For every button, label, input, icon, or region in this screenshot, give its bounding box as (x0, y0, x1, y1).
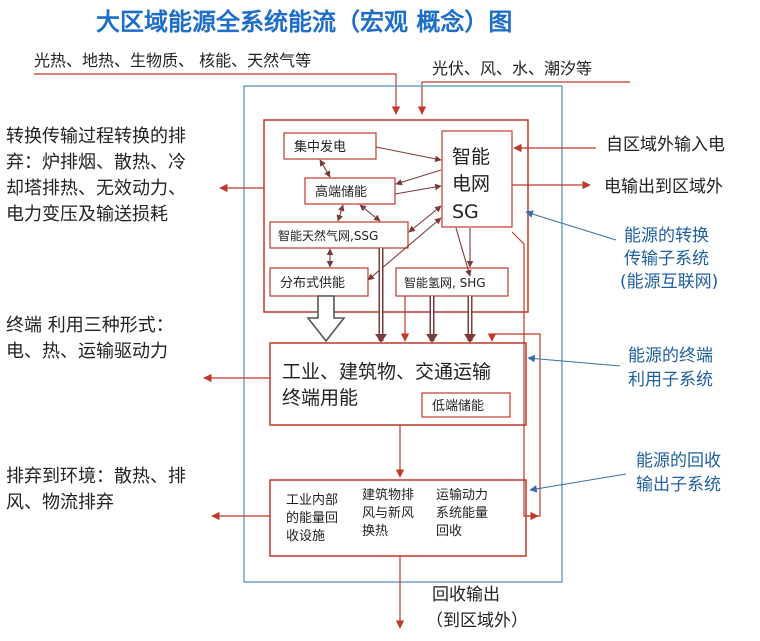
low-storage-label: 低端储能 (432, 399, 484, 414)
central-power-box (283, 132, 377, 160)
recovery-subsystem-label-2: 输出子系统 (636, 475, 721, 495)
central-power-label: 集中发电 (294, 139, 346, 155)
enduse-label-2: 终端用能 (282, 387, 358, 409)
recovery-subsystem-label-1: 能源的回收 (636, 451, 721, 471)
recovery-col2-line3: 换热 (362, 524, 388, 539)
recovery-col2-line2: 风与新风 (362, 505, 414, 521)
high-storage-box (304, 177, 396, 205)
conversion-subsystem-label-2: 传输子系统 (624, 249, 709, 269)
conversion-loss-note-4: 电力变压及输送损耗 (6, 204, 168, 225)
enduse-forms-note-1: 终端 利用三种形式： (6, 315, 174, 336)
conversion-loss-note-2: 弃：炉排烟、散热、冷 (6, 152, 186, 173)
discard-note-2: 风、物流排弃 (6, 492, 114, 513)
conversion-subsystem-pointer (525, 210, 617, 241)
external-power-in-label: 自区域外输入电 (606, 135, 725, 155)
recovery-col3-line2: 系统能量 (436, 506, 488, 521)
smart-grid-label-1: 智能 (452, 146, 490, 168)
discard-note-1: 排弃到环境：散热、排 (6, 466, 186, 487)
distributed-hollow-arrow (306, 295, 346, 343)
enduse-subsystem-label-2: 利用子系统 (628, 370, 713, 390)
recovery-col1-line1: 工业内部 (286, 492, 338, 508)
recovery-col3-line1: 运输动力 (436, 487, 488, 503)
recovery-output-sublabel: （到区域外） (426, 611, 528, 631)
smart-hydrogen-label: 智能氢网, SHG (404, 275, 486, 290)
distributed-label: 分布式供能 (280, 276, 345, 291)
smart-grid-label-3: SG (452, 201, 479, 223)
conversion-loss-note-1: 转换传输过程转换的排 (6, 126, 186, 147)
renewable-input-label: 光伏、风、水、潮汐等 (432, 59, 592, 78)
conversion-loss-note-3: 却塔排热、无效动力、 (6, 178, 186, 199)
grid-to-recovery-arrow (511, 231, 539, 521)
recovery-col1-line3: 收设施 (286, 529, 325, 544)
low-storage-box (421, 392, 511, 418)
power-out-label: 电输出到区域外 (604, 177, 723, 197)
enduse-subsystem-pointer (527, 354, 621, 367)
recovery-output-label: 回收输出 (432, 585, 500, 605)
enduse-forms-note-2: 电、热、运输驱动力 (6, 341, 168, 362)
conversion-subsystem-label-1: 能源的转换 (624, 226, 709, 246)
thermal-input-arrow (34, 73, 401, 115)
enduse-label-1: 工业、建筑物、交通运输 (282, 361, 491, 383)
enduse-subsystem-label-1: 能源的终端 (628, 346, 713, 366)
renewable-input-arrow (417, 81, 630, 115)
recovery-col1-line2: 的能量回 (286, 510, 338, 526)
page-title: 大区域能源全系统能流（宏观 概念）图 (96, 8, 512, 36)
region-boundary (243, 85, 563, 583)
recovery-subsystem-box (269, 479, 527, 557)
high-storage-label: 高端储能 (315, 184, 367, 200)
smart-gas-label: 智能天然气网,SSG (278, 228, 378, 243)
conversion-to-enduse-flows (375, 248, 476, 343)
conversion-subsystem-label-3: (能源互联网) (620, 272, 718, 292)
smart-grid-box (441, 130, 513, 228)
recovery-col3-line3: 回收 (436, 524, 462, 539)
recovery-col2-line1: 建筑物排 (362, 487, 414, 503)
thermal-input-label: 光热、地热、生物质、 核能、天然气等 (34, 51, 311, 70)
recovery-subsystem-pointer (529, 473, 627, 493)
smart-grid-label-2: 电网 (452, 173, 490, 195)
